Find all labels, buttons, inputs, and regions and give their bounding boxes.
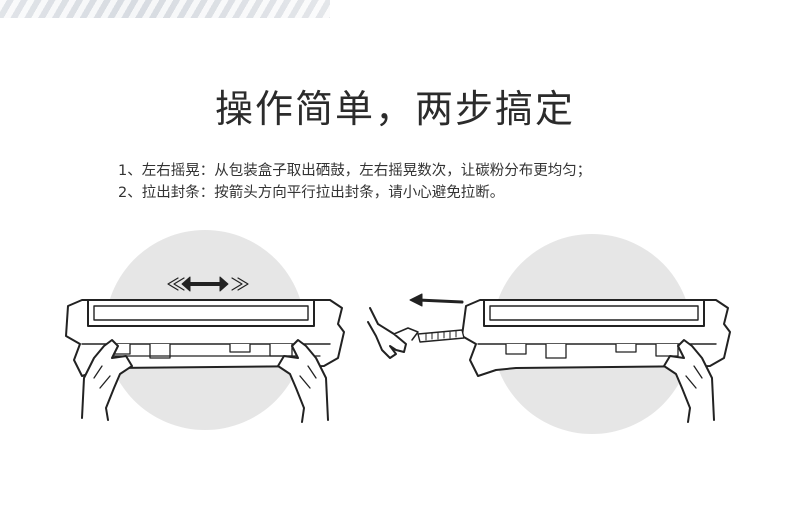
pull-seal-illustration [366, 228, 742, 438]
hand-icon [367, 307, 419, 359]
left-arrow-icon [409, 293, 464, 307]
step-1-text: 1、左右摇晃：从包装盒子取出硒鼓，左右摇晃数次，让碳粉分布更均匀； [118, 163, 592, 179]
hand-icon [663, 339, 715, 423]
double-arrow-icon [167, 276, 249, 292]
pull-tab-icon [417, 329, 465, 343]
cartridge-icon [461, 299, 731, 377]
shake-illustration [60, 228, 350, 438]
step-2-text: 2、拉出封条：按箭头方向平行拉出封条，请小心避免拉断。 [118, 185, 505, 201]
hands-icon [81, 339, 329, 423]
step-list: 1、左右摇晃：从包装盒子取出硒鼓，左右摇晃数次，让碳粉分布更均匀； 2、拉出封条… [118, 160, 591, 204]
page-title: 操作简单，两步搞定 [214, 87, 575, 131]
top-banner-strip [0, 0, 330, 18]
cartridge-icon [65, 299, 345, 377]
